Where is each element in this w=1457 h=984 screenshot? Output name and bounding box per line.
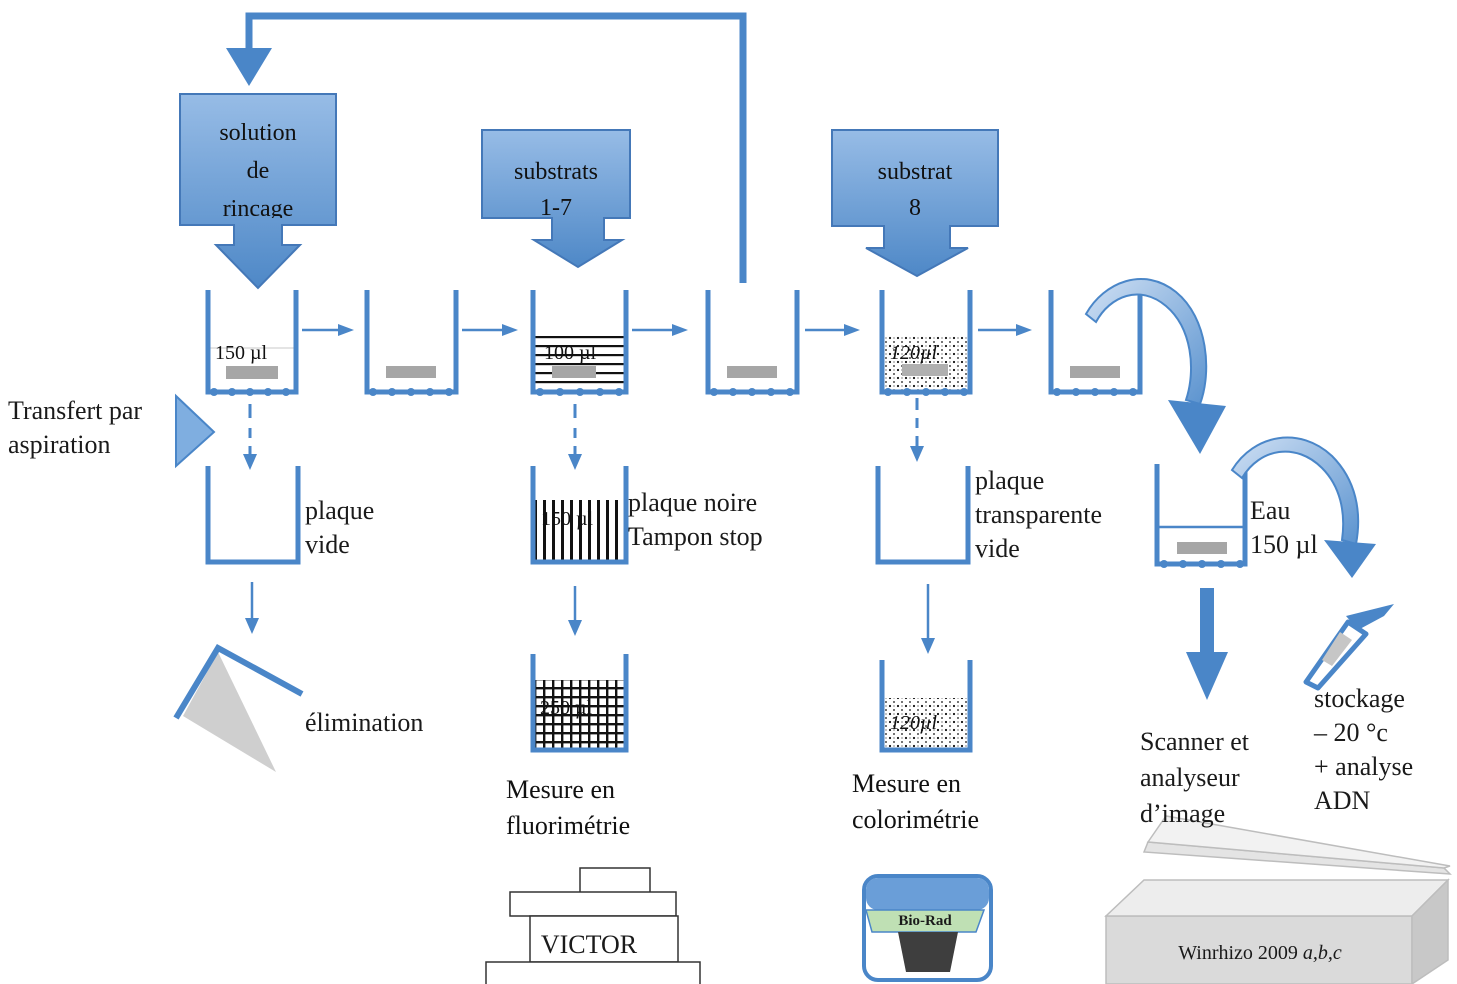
- well-bead-rows: [210, 388, 1137, 396]
- substrat8-input-callout: [831, 129, 999, 278]
- empty-plate: [205, 466, 301, 565]
- transfer-triangle: [175, 393, 216, 469]
- aspiration-arrows: [243, 398, 924, 470]
- biorad-instrument: [862, 874, 993, 982]
- winrhizo-label: Winrhizo 2009 a,b,c: [1110, 936, 1410, 970]
- rinse-input-callout: [179, 93, 337, 290]
- well-5: [879, 290, 973, 395]
- fluor-plate: [530, 654, 629, 753]
- color-plate-volume: 120µl: [890, 712, 938, 734]
- waste-container: [173, 643, 304, 772]
- winrhizo-suffix: a,b,c: [1302, 942, 1342, 964]
- black-plate-label: plaque noire Tampon stop: [628, 488, 763, 551]
- scanner: [1104, 815, 1452, 984]
- elimination-label: élimination: [305, 708, 424, 737]
- black-plate-volume: 150 µl: [541, 508, 594, 530]
- well-4: [705, 290, 800, 395]
- victor-instrument: [485, 867, 701, 984]
- curved-arrow-1: [1084, 278, 1226, 454]
- water-plate: [1154, 464, 1248, 568]
- victor-label: VICTOR: [540, 930, 638, 959]
- colorimetry-label: Mesure en colorimétrie: [852, 769, 980, 834]
- fluor-plate-volume: 250 µl: [540, 697, 593, 719]
- scanner-down-arrow: [1186, 588, 1228, 700]
- scanner-label: Scanner et analyseur d’image: [1140, 727, 1250, 828]
- rinse-input-label: solution de rincage: [219, 120, 297, 218]
- transparent-plate: [875, 466, 971, 565]
- winrhizo-name: Winrhizo 2009: [1178, 942, 1303, 964]
- loop-arrow-head: [226, 48, 272, 86]
- fluorimetry-label: Mesure en fluorimétrie: [506, 775, 631, 840]
- black-plate: [530, 466, 629, 565]
- storage-label: stockage – 20 °c + analyse ADN: [1314, 684, 1414, 815]
- curved-arrow-2: [1230, 436, 1376, 578]
- well-1: [205, 290, 299, 395]
- biorad-label: Bio-Rad: [898, 913, 952, 929]
- empty-plate-label: plaque vide: [305, 496, 375, 559]
- well1-volume: 150 µl: [215, 342, 268, 364]
- color-plate: [879, 660, 973, 753]
- substrats-input-callout: [481, 129, 631, 269]
- substrats-input-label: substrats 1-7: [514, 159, 598, 220]
- water-plate-label: Eau 150 µl: [1250, 496, 1318, 559]
- storage-tube: [1303, 604, 1394, 691]
- transfer-label: Transfert par aspiration: [8, 396, 143, 459]
- well3-volume: 100 µl: [544, 342, 597, 364]
- loop-arrow: [245, 12, 747, 283]
- substrat8-input-label: substrat 8: [877, 159, 953, 221]
- transparent-plate-label: plaque transparente vide: [975, 466, 1103, 563]
- well-3: [530, 290, 629, 395]
- well-2: [364, 290, 459, 395]
- well5-volume: 120µl: [890, 342, 938, 364]
- down-arrows: [245, 582, 935, 654]
- flow-arrows: [302, 324, 1032, 336]
